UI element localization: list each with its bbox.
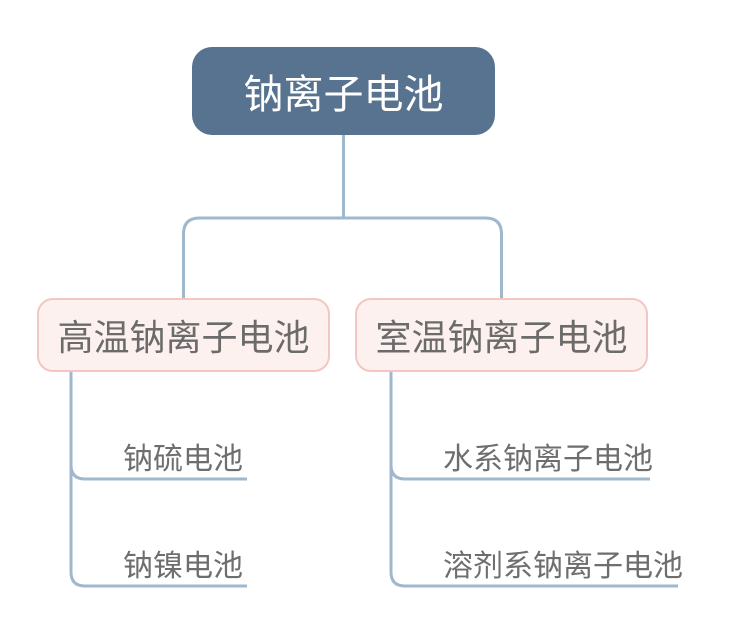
node-root-sodium-ion-battery[interactable]: 钠离子电池 [192, 47, 495, 135]
node-leaf-solvent-sodium-ion[interactable]: 溶剂系钠离子电池 [443, 550, 683, 583]
connector-right-leaf1-underline [389, 464, 650, 481]
node-leaf-sodium-sulfur[interactable]: 钠硫电池 [123, 443, 243, 476]
connector-left-branch-line [69, 372, 247, 588]
node-branch-high-temp[interactable]: 高温钠离子电池 [37, 298, 330, 372]
connector-right-branch-line [389, 372, 678, 588]
connector-left-leaf1-underline [69, 464, 247, 481]
node-leaf-aqueous-sodium-ion[interactable]: 水系钠离子电池 [443, 443, 653, 476]
node-branch-room-temp[interactable]: 室温钠离子电池 [355, 298, 648, 372]
node-leaf-sodium-nickel[interactable]: 钠镍电池 [123, 550, 243, 583]
connector-branch-split [182, 216, 503, 298]
